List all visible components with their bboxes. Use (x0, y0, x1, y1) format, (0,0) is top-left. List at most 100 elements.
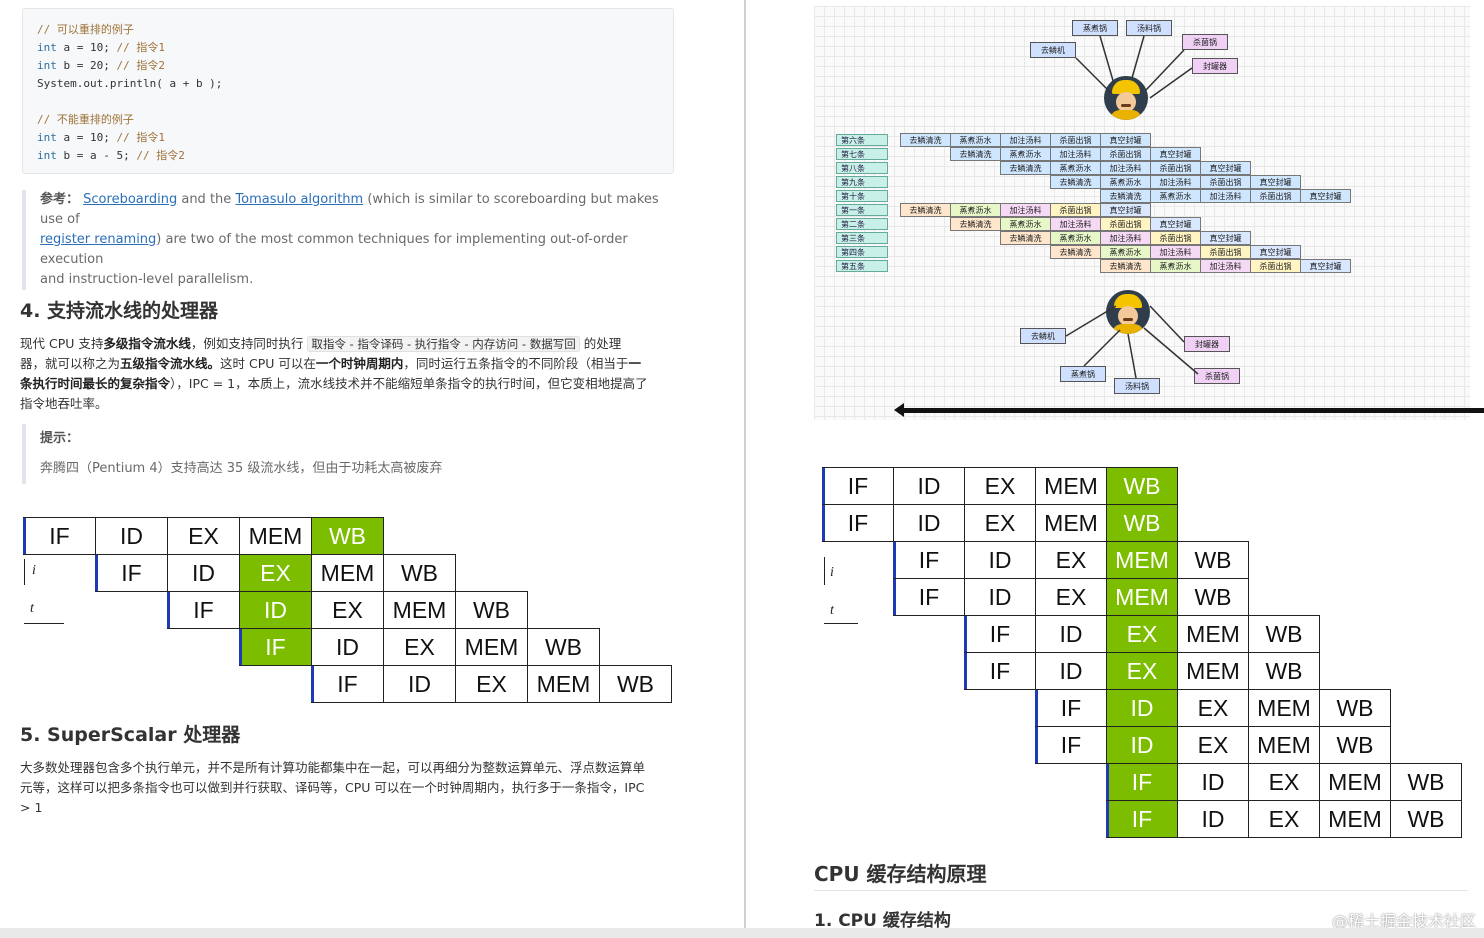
machine-box: 去鳞机 (1030, 42, 1076, 58)
tomasulo-link[interactable]: Tomasulo algorithm (235, 192, 364, 207)
pipeline-stage-cell: MEM (455, 628, 528, 666)
batch-tag: 第八条 (836, 162, 888, 174)
schedule-step-cell: 去鳞清洗 (900, 133, 951, 147)
pipeline-stage-cell: IF (1106, 800, 1178, 838)
pipeline-stage-cell: WB (1177, 541, 1249, 579)
pipeline-stage-cell: EX (964, 504, 1036, 542)
machine-box: 去鳞机 (1020, 328, 1066, 344)
pipeline-stage-cell: WB (527, 628, 600, 666)
pipeline-stage-cell: ID (1177, 800, 1249, 838)
code-token: b = a - 5; (56, 149, 137, 162)
pipeline-stage-cell: ID (311, 628, 384, 666)
schedule-step-cell: 杀菌出锅 (1150, 231, 1201, 245)
inline-code: 取指令 - 指令译码 - 执行指令 - 内存访问 - 数据写回 (307, 336, 580, 352)
axis-i-line (824, 557, 825, 585)
arrow-line (1145, 49, 1185, 91)
machine-box: 蒸煮锅 (1060, 366, 1106, 382)
code-token: System.out.println( a + b ); (37, 77, 223, 90)
schedule-step-cell: 去鳞清洗 (950, 147, 1001, 161)
arrow-line (1065, 305, 1117, 337)
axis-t-label: t (30, 601, 34, 616)
pipeline-stage-cell: EX (167, 517, 240, 555)
bold-text: 一个时钟周期内 (315, 356, 404, 371)
schedule-step-cell: 去鳞清洗 (950, 217, 1001, 231)
machine-box: 汤料锅 (1114, 378, 1160, 394)
code-token: // 指令1 (116, 41, 165, 54)
pipeline-stage-cell: EX (1177, 689, 1249, 727)
pipeline-stage-cell: WB (383, 554, 456, 592)
tip-quote: 提示： 奔腾四（Pentium 4）支持高达 35 级流水线，但由于功耗太高被废… (22, 424, 672, 484)
code-line: int a = 10; // 指令1 (37, 129, 659, 147)
pipeline-stage-cell: MEM (311, 554, 384, 592)
schedule-step-cell: 加注汤料 (1000, 203, 1051, 217)
row-start-marker (1106, 764, 1109, 800)
batch-tag: 第三条 (836, 232, 888, 244)
arrow-line (1131, 35, 1145, 79)
horizontal-scrollbar[interactable] (0, 928, 1484, 938)
pipeline-stage-cell: EX (1035, 578, 1107, 616)
scoreboarding-link[interactable]: Scoreboarding (83, 192, 178, 207)
pipeline-stage-cell: ID (893, 504, 965, 542)
schedule-step-cell: 真空封罐 (1150, 217, 1201, 231)
section5-title: 5. SuperScalar 处理器 (20, 724, 241, 746)
text: 元等，这样可以把多条指令也可以做到并行获取、译码等，CPU 可以在一个时钟周期内… (20, 780, 645, 795)
axis-i-label: i (830, 565, 834, 580)
code-token: // 不能重排的例子 (37, 113, 134, 126)
pipeline-stage-cell: WB (1390, 800, 1462, 838)
batch-tag: 第十条 (836, 190, 888, 202)
code-token: int (37, 149, 57, 162)
pipeline-stage-cell: ID (893, 467, 965, 505)
right-page: 蒸煮锅汤料锅去鳞机杀菌锅封罐器去鳞机封罐器蒸煮锅汤料锅杀菌锅第六条第七条第八条第… (746, 0, 1484, 938)
pipeline-stage-cell: WB (1319, 726, 1391, 764)
pipeline-stage-cell: MEM (1035, 467, 1107, 505)
pipeline-stage-cell: WB (599, 665, 672, 703)
section5-paragraph: 大多数处理器包含多个执行单元，并不是所有计算功能都集中在一起，可以再细分为整数运… (20, 758, 680, 818)
register-renaming-link[interactable]: register renaming (40, 232, 157, 247)
axis-t-line (24, 623, 64, 624)
text: 大多数处理器包含多个执行单元，并不是所有计算功能都集中在一起，可以再细分为整数运… (20, 760, 646, 775)
schedule-step-cell: 蒸煮沥水 (950, 133, 1001, 147)
code-line: // 不能重排的例子 (37, 111, 659, 129)
pipeline-stage-cell: ID (239, 591, 312, 629)
pipeline-stage-cell: EX (383, 628, 456, 666)
diagram-arrows (1065, 35, 1199, 379)
schedule-step-cell: 加注汤料 (1050, 147, 1101, 161)
text: 的处理 (583, 336, 622, 351)
schedule-step-cell: 加注汤料 (1100, 161, 1151, 175)
code-token: a = 10; (56, 131, 117, 144)
page-divider (744, 0, 746, 938)
schedule-step-cell: 去鳞清洗 (1100, 259, 1151, 273)
reference-label: 参考： (40, 192, 80, 207)
tip-label: 提示： (40, 431, 80, 446)
schedule-step-cell: 蒸煮沥水 (1000, 147, 1051, 161)
schedule-step-cell: 蒸煮沥水 (1050, 161, 1101, 175)
pipeline-stage-cell: WB (1248, 615, 1320, 653)
timeline-arrow-head (894, 403, 904, 417)
pipeline-stage-cell: ID (1035, 615, 1107, 653)
batch-tag: 第二条 (836, 218, 888, 230)
schedule-step-cell: 蒸煮沥水 (1150, 189, 1201, 203)
pipeline-stage-cell: MEM (527, 665, 600, 703)
row-start-marker (311, 666, 314, 702)
machine-box: 封罐器 (1184, 336, 1230, 352)
pipeline-stage-cell: ID (1106, 689, 1178, 727)
row-start-marker (893, 579, 896, 615)
pipeline-stage-cell: MEM (1177, 652, 1249, 690)
row-start-marker (1035, 690, 1038, 726)
schedule-step-cell: 加注汤料 (1150, 245, 1201, 259)
pipeline-stage-cell: IF (95, 554, 168, 592)
schedule-step-cell: 去鳞清洗 (1000, 161, 1051, 175)
text: ，例如支持同时执行 (190, 336, 304, 351)
code-line: System.out.println( a + b ); (37, 75, 659, 93)
batch-tag: 第五条 (836, 260, 888, 272)
batch-tag: 第一条 (836, 204, 888, 216)
pipeline-stage-cell: IF (167, 591, 240, 629)
pipeline-stage-cell: IF (822, 467, 894, 505)
code-line: int b = a - 5; // 指令2 (37, 147, 659, 165)
pipeline-stage-cell: IF (964, 652, 1036, 690)
schedule-step-cell: 杀菌出锅 (1250, 189, 1301, 203)
text: 器，就可以称之为 (20, 356, 121, 371)
